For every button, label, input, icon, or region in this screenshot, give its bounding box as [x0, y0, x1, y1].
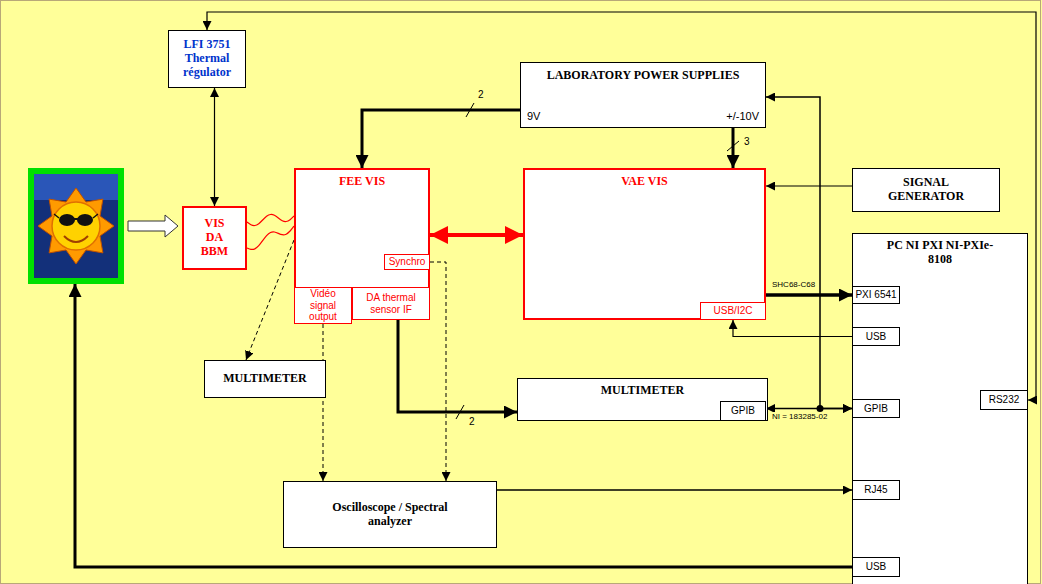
electronics-box: VAE VIS USB/I2C [523, 168, 766, 320]
text-group: RJ45 [864, 484, 887, 496]
text-group: LABORATORY POWER SUPPLIES [547, 69, 740, 83]
cable-label-holder: SHC68-C68 [771, 280, 816, 289]
box-label: PC NI PXI NI-PXIe-8108 [885, 239, 995, 267]
text-group: Oscilloscope / Spectral analyzer [330, 501, 450, 529]
text-group: USB [866, 331, 887, 343]
bus-width-holder: 2 [477, 89, 485, 100]
connector-arrow [766, 185, 852, 186]
port-box: Synchro [384, 254, 430, 270]
box-label: USB/I2C [714, 305, 753, 317]
box-label: Vidéo signal output [296, 288, 350, 323]
connector-arrow [430, 233, 523, 237]
cable-label-holder: NI = 183285-02 [771, 412, 828, 421]
sun-picture [28, 168, 124, 284]
bus-width-holder: 3 [743, 136, 751, 147]
connector-arrow [732, 128, 735, 168]
text-group: MULTIMETER [601, 384, 685, 398]
port-box: GPIB [720, 401, 766, 421]
box-label: FEE VIS [339, 175, 385, 189]
cable-line [247, 226, 294, 249]
detector-box: VIS DA BBM [182, 206, 247, 270]
instrument-box: MULTIMETER GPIB [517, 378, 768, 421]
light-arrow [128, 215, 178, 237]
box-label: LFI 3751 Thermal régulator [176, 38, 238, 79]
cable-line [247, 214, 294, 225]
bus-width-number: 3 [743, 136, 751, 147]
text-group: FEE VIS [339, 175, 385, 189]
box-label: USB [866, 561, 887, 573]
connector-arrow [733, 320, 852, 337]
text-group: 9V +/-10V [527, 110, 759, 123]
connector-arrow [766, 293, 852, 297]
text-group: USB/I2C [714, 305, 753, 317]
box-label: RJ45 [864, 484, 887, 496]
port-box: USB [852, 557, 900, 577]
box-label: PXI 6541 [855, 289, 896, 301]
controller-box: LFI 3751 Thermal régulator [168, 30, 246, 88]
bus-width-number: 2 [477, 89, 485, 100]
text-group: MULTIMETER [223, 372, 307, 386]
text-group: Synchro [389, 256, 426, 268]
text-group: USB [866, 561, 887, 573]
power-supply-box: LABORATORY POWER SUPPLIES 9V +/-10V [520, 62, 766, 128]
instrument-box: SIGNAL GENERATOR [852, 168, 1000, 212]
bus-width-number: 2 [468, 416, 476, 427]
instrument-box: Oscilloscope / Spectral analyzer [283, 481, 497, 548]
box-label: MULTIMETER [223, 372, 307, 386]
port-box: DA thermal sensor IF [352, 287, 430, 320]
connector-arrow [246, 240, 294, 360]
port-box: RS232 [980, 390, 1028, 410]
box-label: GPIB [864, 403, 888, 415]
text-group: PXI 6541 [855, 289, 896, 301]
box-label: RS232 [989, 394, 1020, 406]
port-box: Vidéo signal output [294, 287, 352, 324]
instrument-box: MULTIMETER [204, 360, 326, 398]
text-group: RS232 [989, 394, 1020, 406]
box-label: VAE VIS [621, 175, 668, 189]
voltage-label: +/-10V [726, 110, 759, 123]
cable-reference: NI = 183285-02 [771, 412, 828, 421]
port-box: RJ45 [852, 480, 900, 500]
port-box: PXI 6541 [852, 286, 900, 304]
box-label: Oscilloscope / Spectral analyzer [330, 501, 450, 529]
text-group: GPIB [731, 405, 755, 417]
cable-reference: SHC68-C68 [771, 280, 816, 289]
text-group: PC NI PXI NI-PXIe-8108 [885, 239, 995, 267]
text-group: VIS DA BBM [197, 217, 233, 258]
computer-box: PC NI PXI NI-PXIe-8108PXI 6541USB GPIB RS2… [852, 233, 1028, 584]
voltage-label: 9V [527, 110, 540, 123]
box-label: VIS DA BBM [197, 217, 233, 258]
connector-arrow [398, 320, 517, 412]
usb-cable [75, 284, 852, 567]
connector-arrow [430, 262, 446, 481]
connector-arrow [497, 489, 852, 491]
port-box: USB/I2C [700, 302, 766, 320]
text-group: Vidéo signal output [296, 288, 350, 323]
text-group: SIGNAL GENERATOR [876, 176, 976, 204]
text-group: VAE VIS [621, 175, 668, 189]
port-box: USB [852, 327, 900, 346]
bus-width-holder: 2 [468, 416, 476, 427]
text-group: LFI 3751 Thermal régulator [176, 38, 238, 79]
connector-arrow [323, 324, 324, 481]
box-label: SIGNAL GENERATOR [876, 176, 976, 204]
box-label: USB [866, 331, 887, 343]
box-label: GPIB [731, 405, 755, 417]
box-label: DA thermal sensor IF [354, 292, 428, 315]
electronics-box: FEE VIS SynchroVidéo signal outputDA ther… [294, 168, 430, 320]
connector-arrow [766, 97, 852, 409]
connector-arrow [362, 110, 520, 168]
text-group: GPIB [864, 403, 888, 415]
port-box: GPIB [852, 399, 900, 418]
connector-arrow [214, 88, 215, 206]
text-group: DA thermal sensor IF [354, 292, 428, 315]
box-label: MULTIMETER [601, 384, 685, 398]
box-label: Synchro [389, 256, 426, 268]
box-label: LABORATORY POWER SUPPLIES [547, 69, 740, 83]
